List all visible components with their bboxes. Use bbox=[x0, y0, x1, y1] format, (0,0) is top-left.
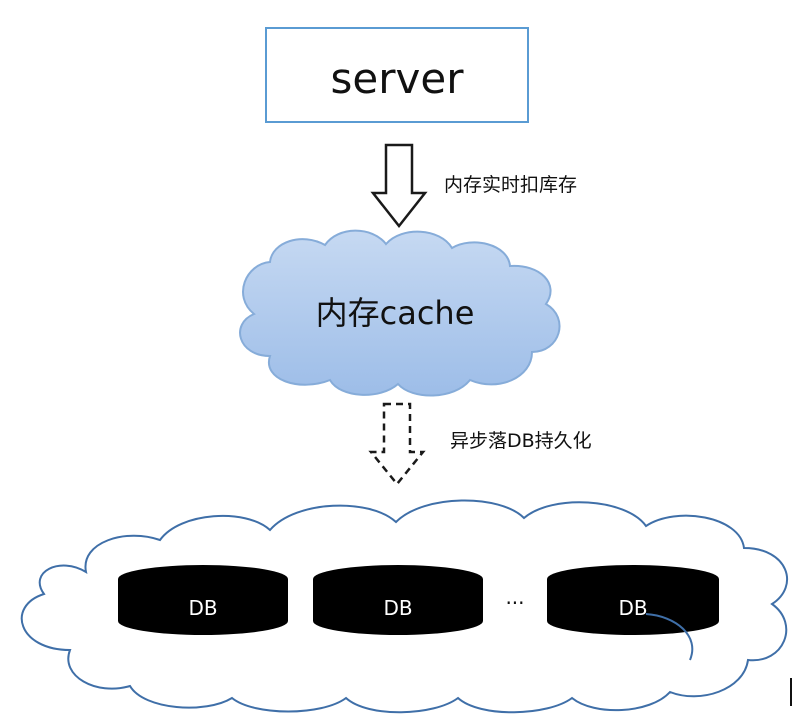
cache-label: 内存cache bbox=[316, 294, 475, 332]
cache-cloud: 内存cache bbox=[239, 229, 561, 397]
server-box: server bbox=[265, 27, 529, 123]
memory-deduct-arrow bbox=[370, 143, 428, 229]
database-1: DB bbox=[118, 565, 288, 635]
database-3: DB bbox=[547, 565, 719, 635]
database-2: DB bbox=[313, 565, 483, 635]
async-persist-arrow bbox=[368, 402, 426, 486]
database-label: DB bbox=[188, 596, 217, 620]
async-persist-label: 异步落DB持久化 bbox=[450, 430, 592, 452]
ellipsis: ··· bbox=[505, 591, 524, 615]
cloud-lobe-overlap bbox=[645, 613, 694, 661]
database-label: DB bbox=[618, 596, 647, 620]
server-label: server bbox=[331, 54, 465, 103]
memory-deduct-label: 内存实时扣库存 bbox=[444, 174, 577, 196]
database-label: DB bbox=[383, 596, 412, 620]
